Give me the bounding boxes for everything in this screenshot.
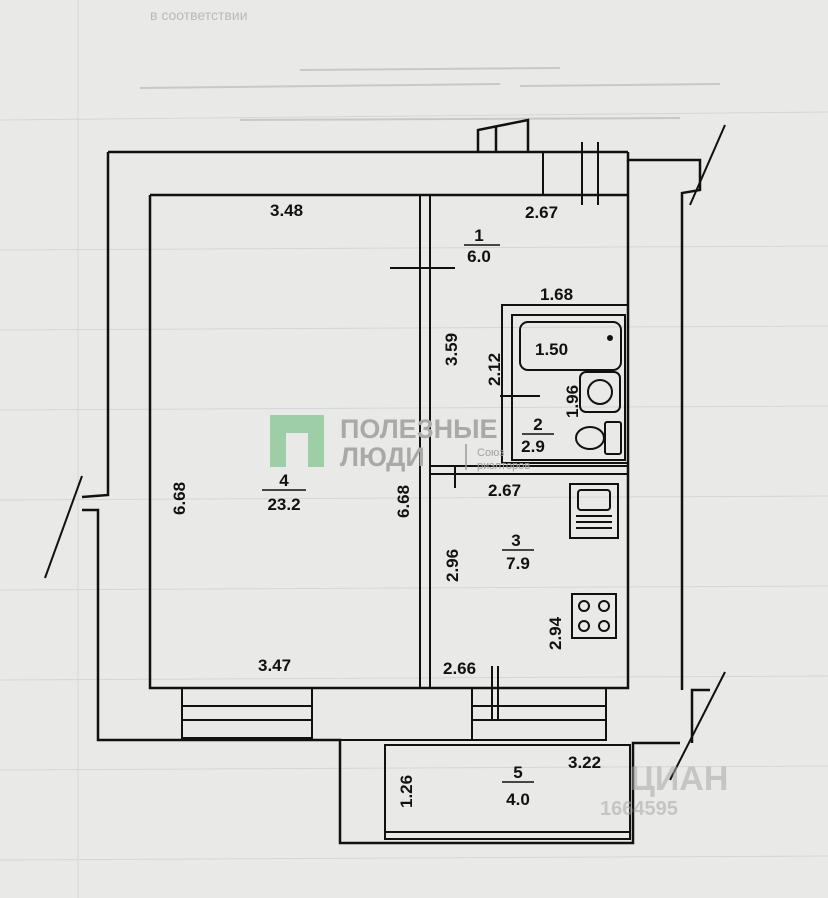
vent-stub — [476, 118, 530, 152]
dim-room3-left: 2.96 — [443, 549, 462, 582]
bathroom-walls — [501, 304, 629, 464]
dim-balcony-top: 3.22 — [568, 753, 601, 772]
room-3-number: 3 — [511, 531, 520, 550]
partitions — [390, 195, 628, 688]
watermark-sub1: Союз — [477, 447, 504, 459]
corner-code: 1664595 — [600, 798, 678, 820]
watermark-line2: ЛЮДИ — [340, 442, 425, 472]
balcony — [384, 744, 631, 840]
dim-bath-top: 1.68 — [540, 285, 573, 304]
sink-icon — [579, 371, 621, 413]
watermark-sub2: риэлторов — [477, 460, 530, 472]
room-5-label: 5 4.0 — [502, 763, 534, 809]
dim-room4-right: 6.68 — [394, 485, 413, 518]
room-1-area: 6.0 — [467, 247, 491, 266]
header-text: в соответствии — [150, 7, 248, 23]
dim-bathtub: 1.50 — [535, 340, 568, 359]
room-2-number: 2 — [533, 415, 542, 434]
dim-room3-top: 2.67 — [488, 481, 521, 500]
watermark-logo: ПОЛЕЗНЫЕ ЛЮДИ Союз риэлторов — [270, 414, 530, 472]
corner-watermark: ЦИАН 1664595 — [600, 760, 728, 820]
break-marks — [44, 124, 726, 781]
room-3-label: 3 7.9 — [502, 531, 534, 573]
dim-room1-top: 2.67 — [525, 203, 558, 222]
room-1-number: 1 — [474, 226, 483, 245]
room-4-label: 4 23.2 — [262, 471, 306, 514]
room-5-area: 4.0 — [506, 790, 530, 809]
toilet-icon — [575, 421, 622, 455]
dim-bath-inner: 1.96 — [563, 385, 582, 418]
dim-bath-side: 2.12 — [485, 353, 504, 386]
stove-icon — [571, 593, 617, 639]
dim-room4-bottom: 3.47 — [258, 656, 291, 675]
watermark-line1: ПОЛЕЗНЫЕ — [340, 414, 498, 444]
dim-room4-top: 3.48 — [270, 201, 303, 220]
room-4-number: 4 — [279, 471, 289, 490]
door-ticks — [542, 142, 599, 205]
dim-room4-left: 6.68 — [170, 482, 189, 515]
room-3-area: 7.9 — [506, 554, 530, 573]
faint-scribbles — [139, 67, 721, 121]
room-1-label: 1 6.0 — [464, 226, 500, 266]
dim-room3-bottom: 2.66 — [443, 659, 476, 678]
dim-balcony-side: 1.26 — [397, 775, 416, 808]
windows — [181, 666, 607, 741]
kitchen-sink-icon — [569, 483, 619, 539]
bathtub-icon — [519, 321, 622, 371]
dim-room3-right: 2.94 — [546, 616, 565, 650]
dim-corridor-side: 3.59 — [442, 333, 461, 366]
room-2-area: 2.9 — [521, 437, 545, 456]
corner-brand: ЦИАН — [630, 760, 728, 798]
room-4-area: 23.2 — [267, 495, 300, 514]
room-2-label: 2 2.9 — [521, 415, 554, 456]
room-5-number: 5 — [513, 763, 522, 782]
